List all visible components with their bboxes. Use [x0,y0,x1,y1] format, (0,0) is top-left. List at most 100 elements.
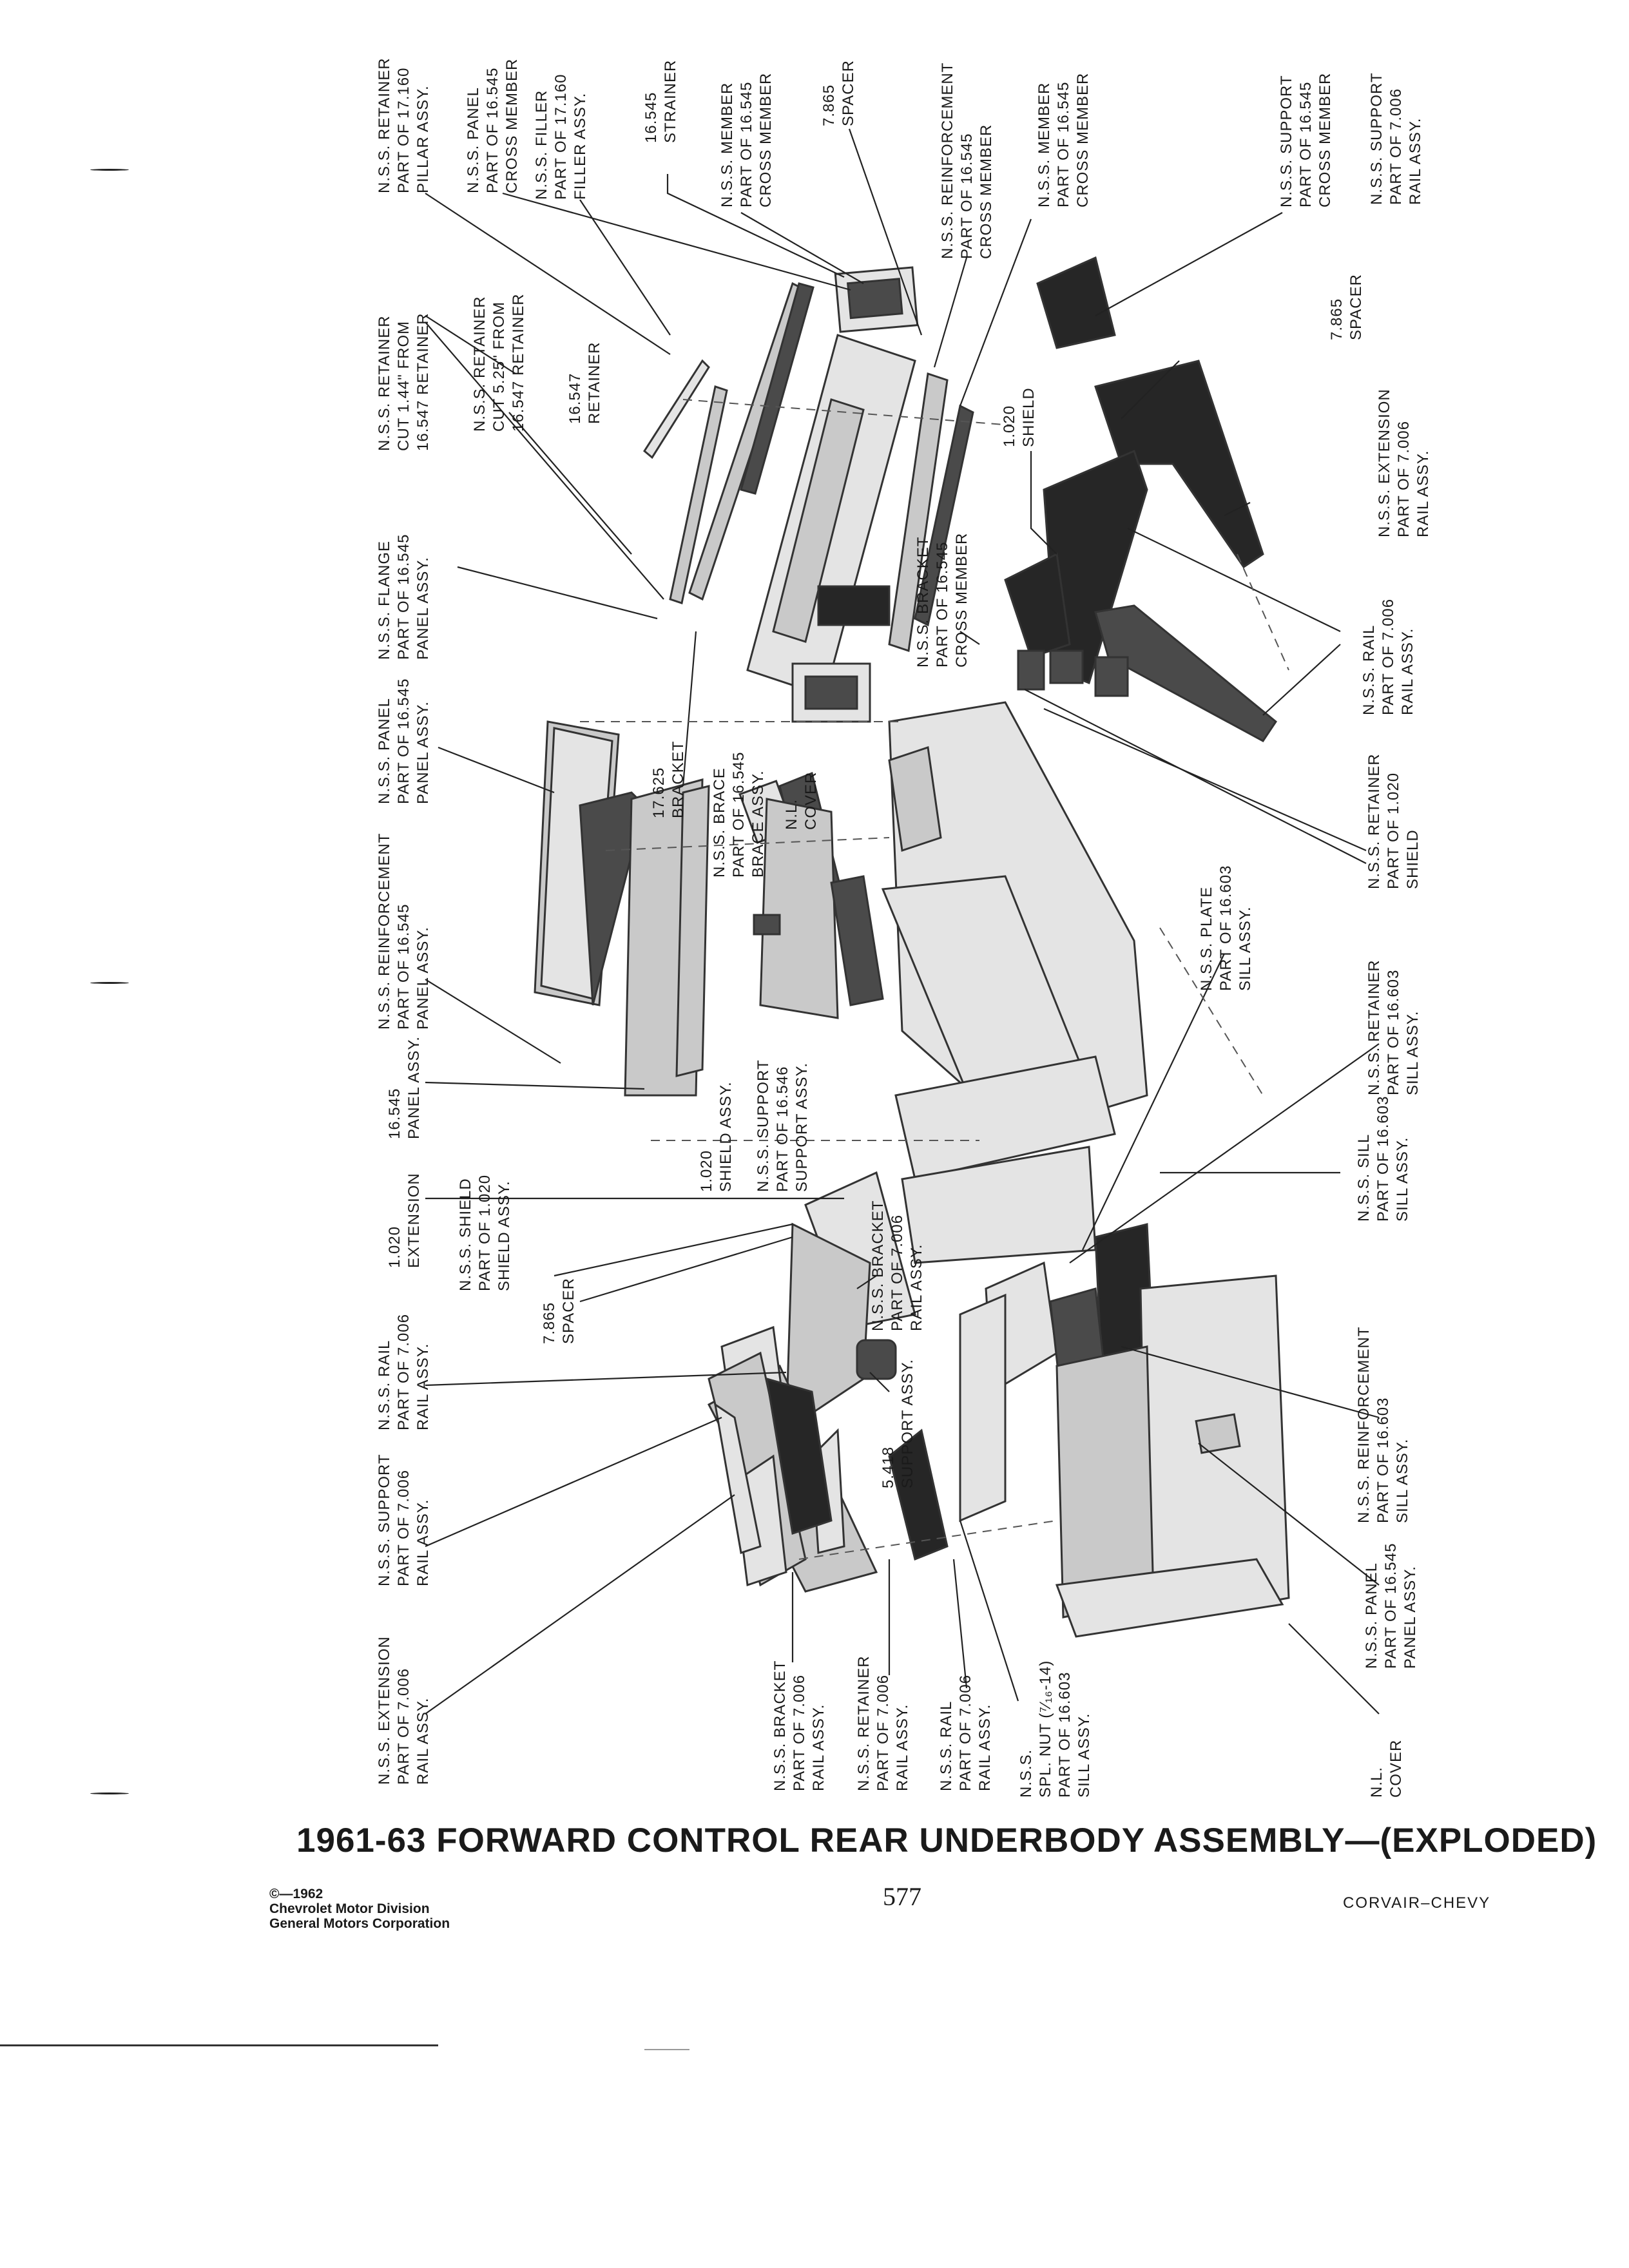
page-title: 1961-63 FORWARD CONTROL REAR UNDERBODY A… [296,1821,1597,1860]
label-line: FILLER ASSY. [572,93,589,200]
label-line: N.S.S. FLANGE [376,541,393,660]
label-line: N.S.S. RAIL [1360,625,1378,715]
label-line: N.S.S. EXTENSION [1376,389,1393,537]
label-line: N.S.S. PANEL [465,87,482,193]
label-line: N.S.S. MEMBER [718,82,736,207]
label-line: SILL ASSY. [1404,1011,1422,1095]
label-line: PART OF 1.020 [1385,773,1402,889]
label-line: N.S.S. EXTENSION [376,1636,393,1785]
label-nl-cover-top: N.L.COVER [783,772,820,830]
label-line: PART OF 16.603 [1385,970,1402,1095]
label-line: PILLAR ASSY. [414,85,432,193]
label-line: CUT 5.25" FROM [490,302,508,432]
label-line: PART OF 16.545 [1055,82,1072,207]
label-line: 1.020 [1001,405,1018,447]
label-line: CROSS MEMBER [503,59,521,193]
label-line: RAIL ASSY. [810,1704,827,1791]
label-line: SILL ASSY. [1075,1713,1093,1798]
label-line: RETAINER [586,341,603,424]
copyright-line: General Motors Corporation [269,1916,450,1931]
label-line: PART OF 7.006 [957,1675,974,1791]
retainer-strip-part [643,282,815,604]
label-line: COVER [802,772,820,830]
label-line: SILL ASSY. [1394,1137,1411,1222]
label-line: PANEL ASSY. [405,1036,423,1139]
label-line: RAIL ASSY. [1399,628,1416,715]
label-line: N.S.S. SUPPORT [755,1059,772,1192]
label-line: PART OF 7.006 [1380,599,1397,715]
label-line: N.S.S. RETAINER [376,57,393,193]
label-line: PART OF 17.160 [395,68,412,193]
label-line: PART OF 16.545 [484,68,501,193]
parts-artwork [534,256,1290,1638]
label-line: N.S.S. REINFORCEMENT [376,833,393,1030]
label-line: N.L. [1368,1767,1385,1798]
leader-lines [425,128,1380,1715]
label-line: SPACER [840,60,857,126]
label-line: N.S.S. SILL [1355,1134,1373,1222]
label-line: N.S.S. REINFORCEMENT [1355,1327,1373,1523]
label-line: SPL. NUT (⁷⁄₁₆-14) [1037,1660,1054,1798]
label-line: SHIELD ASSY. [717,1081,735,1192]
label-line: N.S.S. FILLER [533,90,550,200]
label-line: PART OF 7.006 [1387,88,1405,205]
label-line: N.S.S. RETAINER [1365,753,1383,889]
label-line: PANEL ASSY. [414,927,432,1030]
label-line: RAIL ASSY. [894,1704,911,1791]
label-line: 16.547 RETAINER [510,293,527,432]
label-line: PART OF 16.545 [395,534,412,660]
label-line: PART OF 16.545 [395,904,412,1030]
label-line: PART OF 16.545 [730,752,747,878]
label-line: PART OF 16.603 [1217,865,1235,991]
label-line: CROSS MEMBER [1316,73,1334,207]
label-line: SHIELD ASSY. [496,1180,513,1291]
label-line: PART OF 16.545 [395,678,412,804]
label-line: STRAINER [662,60,679,143]
center-frame-part [881,701,1148,1264]
label-line: PART OF 7.006 [395,1668,412,1785]
label-line: PANEL ASSY. [414,701,432,804]
label-line: N.S.S. PLATE [1198,887,1215,991]
label-line: 5.418 [880,1446,897,1488]
label-line: N.S.S. BRACKET [869,1200,887,1331]
label-line: N.S.S. REINFORCEMENT [939,62,956,259]
label-line: PANEL ASSY. [1402,1566,1419,1669]
label-line: PART OF 7.006 [395,1470,412,1586]
label-line: SILL ASSY. [1394,1439,1411,1523]
label-line: N.L. [783,799,800,830]
label-line: 1.020 [698,1150,715,1192]
label-line: 7.865 [1328,298,1345,340]
label-line: 7.865 [820,84,838,126]
label-line: 16.547 RETAINER [414,312,432,451]
label-line: CROSS MEMBER [1074,73,1092,207]
label-line: N.S.S. [1017,1749,1035,1798]
label-line: CROSS MEMBER [953,533,970,668]
label-line: PART OF 7.006 [874,1675,892,1791]
label-line: SPACER [1347,274,1365,340]
label-line: PANEL ASSY. [414,557,432,660]
